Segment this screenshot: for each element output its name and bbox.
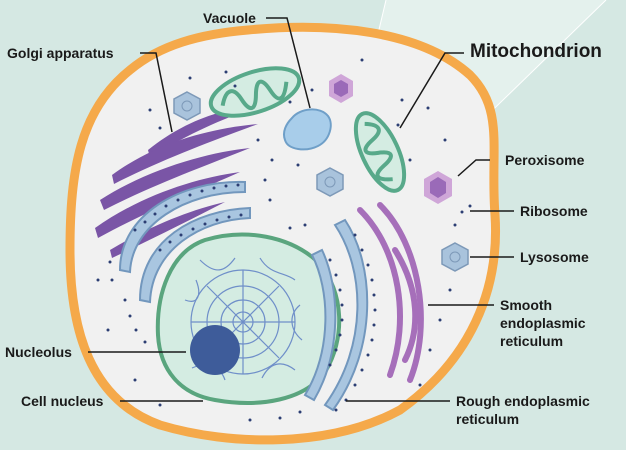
mitochondrion-label: Mitochondrion: [470, 41, 602, 63]
golgi-apparatus-label: Golgi apparatus: [7, 44, 114, 62]
nucleolus: [190, 325, 240, 375]
peroxisome-label: Peroxisome: [505, 151, 584, 169]
lysosome-right: [442, 243, 468, 271]
vacuole-label: Vacuole: [203, 9, 256, 27]
ribosome-label: Ribosome: [520, 202, 588, 220]
nucleolus-label: Nucleolus: [5, 343, 72, 361]
lysosome-label: Lysosome: [520, 248, 589, 266]
smooth-er-label: Smooth endoplasmic reticulum: [500, 296, 610, 350]
lysosome-left: [174, 92, 200, 120]
rough-er-label: Rough endoplasmic reticulum: [456, 392, 621, 428]
lysosome-center: [317, 168, 343, 196]
cell-nucleus: [158, 235, 339, 403]
cell-nucleus-label: Cell nucleus: [21, 392, 103, 410]
